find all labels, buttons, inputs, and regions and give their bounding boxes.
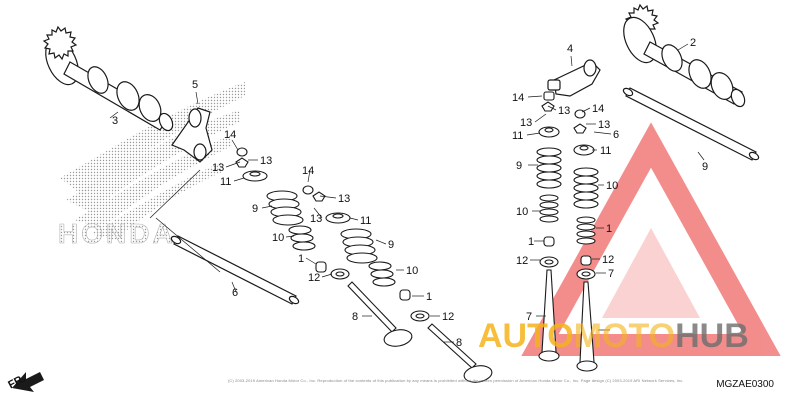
watermark-brand: AUTOMOTOHUB: [478, 317, 749, 356]
callout-12[interactable]: 12: [516, 255, 528, 267]
callout-12[interactable]: 7: [608, 268, 614, 280]
callout-13[interactable]: 6: [613, 129, 619, 141]
callout-10[interactable]: 10: [516, 206, 528, 218]
callout-8[interactable]: 8: [456, 337, 462, 349]
callout-12[interactable]: 12: [308, 272, 320, 284]
callout-9[interactable]: 10: [606, 180, 618, 192]
watermark-part-a: AUTO: [478, 317, 574, 355]
watermark-part-b: MOTO: [573, 317, 676, 355]
callout-14[interactable]: 14: [592, 103, 604, 115]
callout-14[interactable]: 14: [512, 92, 524, 104]
callout-11[interactable]: 11: [220, 176, 231, 188]
camshaft-right: [623, 3, 746, 108]
callout-7[interactable]: 7: [526, 311, 532, 323]
callout-1[interactable]: 1: [298, 253, 304, 265]
callout-11[interactable]: 11: [600, 145, 611, 157]
callout-8[interactable]: 8: [352, 311, 358, 323]
callout-1[interactable]: 1: [528, 236, 534, 248]
camshaft-left: [42, 25, 174, 132]
leader-lines: [109, 43, 705, 343]
callout-13[interactable]: 13: [338, 193, 350, 205]
callout-10[interactable]: 1: [606, 223, 612, 235]
valve-assembly-left-b: [302, 185, 493, 383]
callout-5[interactable]: 5: [192, 79, 198, 91]
front-direction-arrow: [12, 372, 44, 392]
watermark-part-c: HUB: [675, 317, 749, 355]
callout-13[interactable]: 13: [260, 155, 272, 167]
callout-13[interactable]: 13: [598, 119, 610, 131]
valve-assembly-right-a: [536, 91, 562, 362]
copyright-notice: (C) 2003-2019 American Honda Motor Co., …: [228, 378, 684, 383]
rocker-shaft-left: [170, 235, 300, 305]
rocker-arm-left: [171, 107, 213, 163]
callout-13[interactable]: 13: [520, 117, 532, 129]
callout-4[interactable]: 4: [567, 43, 573, 55]
watermark-triangle: [521, 122, 781, 356]
callout-2[interactable]: 2: [690, 37, 696, 49]
valve-assembly-right-b: [573, 109, 599, 372]
callout-labels: 3 5 14 13 13 11 9 10 1 12 6 14 13 13 11 …: [112, 37, 708, 349]
callout-13[interactable]: 13: [558, 105, 570, 117]
callout-3[interactable]: 3: [112, 115, 118, 127]
callout-14[interactable]: 14: [302, 165, 314, 177]
callout-11[interactable]: 11: [512, 130, 523, 142]
rocker-shaft-right: [622, 87, 760, 161]
rocker-arm-right: [547, 59, 601, 97]
callout-10[interactable]: 10: [406, 265, 418, 277]
callout-13[interactable]: 13: [310, 213, 322, 225]
callout-6[interactable]: 9: [702, 161, 708, 173]
callout-12[interactable]: 12: [442, 311, 454, 323]
callout-11[interactable]: 11: [360, 215, 371, 227]
honda-brand-text: HONDA: [58, 218, 176, 249]
valve-assembly-left-a: [235, 147, 413, 347]
callout-1[interactable]: 12: [602, 254, 614, 266]
callout-9[interactable]: 9: [516, 160, 522, 172]
callout-9[interactable]: 9: [388, 239, 394, 251]
diagram-code: MGZAE0300: [716, 379, 774, 390]
callout-14[interactable]: 14: [224, 129, 236, 141]
callout-9[interactable]: 9: [252, 203, 258, 215]
callout-1[interactable]: 1: [426, 291, 432, 303]
callout-6[interactable]: 6: [232, 287, 238, 299]
callout-10[interactable]: 10: [272, 232, 284, 244]
callout-13[interactable]: 13: [212, 162, 224, 174]
